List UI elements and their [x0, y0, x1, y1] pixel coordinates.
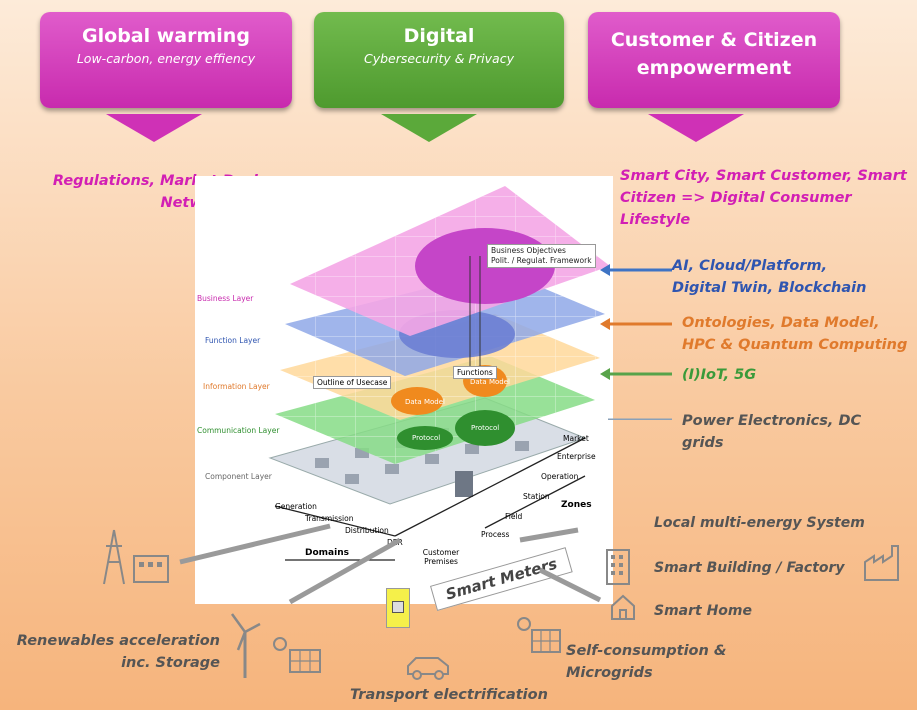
meter-display-icon	[392, 601, 404, 613]
driver-title: Digital	[403, 25, 475, 47]
layer-label-communication: Communication Layer	[197, 426, 280, 435]
power-line1: Power Electronics, DC	[682, 413, 862, 429]
ai-cloud-text: AI, Cloud/Platform, Digital Twin, Blockc…	[672, 255, 866, 299]
functions-label: Functions	[453, 366, 497, 379]
grey-arrows-icon	[179, 523, 602, 605]
datamodel-label: Data Model	[405, 398, 445, 406]
solar-panel-icon	[273, 637, 321, 673]
home-icon	[611, 594, 635, 620]
power-pylon-icon	[103, 529, 169, 585]
driver-global-warming: Global warming Low-carbon, energy effien…	[40, 12, 292, 108]
smart-meter-device	[386, 588, 410, 628]
renewables-text: Renewables acceleration inc. Storage	[14, 630, 220, 674]
usecase-label: Outline of Usecase	[313, 376, 392, 389]
smart-city-line2: Citizen => Digital Consumer Lifestyle	[620, 190, 852, 228]
protocol-label: Protocol	[412, 434, 441, 442]
wind-turbine-icon	[230, 613, 261, 678]
arrow-down-icon	[648, 114, 744, 142]
arrow-down-icon	[106, 114, 202, 142]
self-consumption-text: Self-consumption & Microgrids	[566, 640, 727, 684]
protocol-ellipse	[397, 426, 453, 450]
zone-station: Station	[523, 492, 550, 501]
ai-line1: AI, Cloud/Platform,	[672, 258, 828, 274]
layer-label-component: Component Layer	[205, 472, 272, 481]
driver-title: Global warming	[82, 25, 250, 47]
car-icon	[407, 657, 449, 680]
zone-field: Field	[505, 512, 523, 521]
power-line2: grids	[682, 435, 724, 451]
transport-text: Transport electrification	[350, 687, 548, 703]
business-objectives-label: Business Objectives Polit. / Regulat. Fr…	[487, 244, 596, 268]
domain-customer: Customer Premises	[422, 548, 460, 566]
driver-subtitle: Cybersecurity & Privacy	[364, 51, 514, 66]
self-consumption-solar-icon	[517, 617, 561, 653]
tech-pointers-icon	[600, 264, 672, 420]
driver-title: Customer & Citizen	[610, 29, 818, 51]
renew-line1: Renewables acceleration	[16, 633, 220, 649]
layer-label-business: Business Layer	[197, 294, 254, 303]
smart-building-text: Smart Building / Factory	[654, 560, 845, 576]
biz-label-2: Polit. / Regulat. Framework	[491, 256, 592, 265]
iiot-text: (I)IoT, 5G	[682, 367, 757, 383]
ai-line2: Digital Twin, Blockchain	[672, 280, 867, 296]
factory-icon	[864, 545, 899, 581]
zone-enterprise: Enterprise	[557, 452, 596, 461]
zones-title: Zones	[561, 500, 592, 510]
domain-distribution: Distribution	[345, 526, 389, 535]
onto-line1: Ontologies, Data Model,	[682, 315, 880, 331]
ontologies-text: Ontologies, Data Model, HPC & Quantum Co…	[682, 312, 907, 356]
datamodel-label-2: Data Model	[470, 378, 510, 386]
driver-customer: Customer & Citizen empowerment	[588, 12, 840, 108]
domain-transmission: Transmission	[305, 514, 354, 523]
self-line2: Microgrids	[566, 665, 653, 681]
onto-line2: HPC & Quantum Computing	[682, 337, 908, 353]
biz-label-1: Business Objectives	[491, 246, 566, 255]
local-multi-energy-text: Local multi-energy System	[654, 515, 865, 531]
renew-line2: inc. Storage	[121, 655, 220, 671]
layer-label-function: Function Layer	[205, 336, 261, 345]
sgam-diagram: Business Objectives Polit. / Regulat. Fr…	[195, 176, 613, 604]
zone-market: Market	[563, 434, 589, 443]
smart-city-text: Smart City, Smart Customer, Smart Citize…	[620, 165, 917, 231]
domains-title: Domains	[305, 548, 349, 558]
driver-digital: Digital Cybersecurity & Privacy	[314, 12, 564, 108]
zone-operation: Operation	[541, 472, 579, 481]
smart-home-text: Smart Home	[654, 603, 753, 619]
self-line1: Self-consumption &	[566, 643, 727, 659]
sgam-layers-svg	[268, 186, 610, 561]
building-icon	[606, 549, 630, 585]
driver-subtitle: Low-carbon, energy effiency	[76, 51, 256, 66]
smart-city-line1: Smart City, Smart Customer, Smart	[620, 168, 907, 184]
driver-title-line2: empowerment	[636, 57, 792, 79]
protocol-label-2: Protocol	[471, 424, 500, 432]
zone-process: Process	[481, 530, 510, 539]
domain-generation: Generation	[275, 502, 317, 511]
arrow-down-icon	[381, 114, 477, 142]
power-electronics-text: Power Electronics, DC grids	[682, 410, 861, 454]
layer-label-information: Information Layer	[203, 382, 270, 391]
